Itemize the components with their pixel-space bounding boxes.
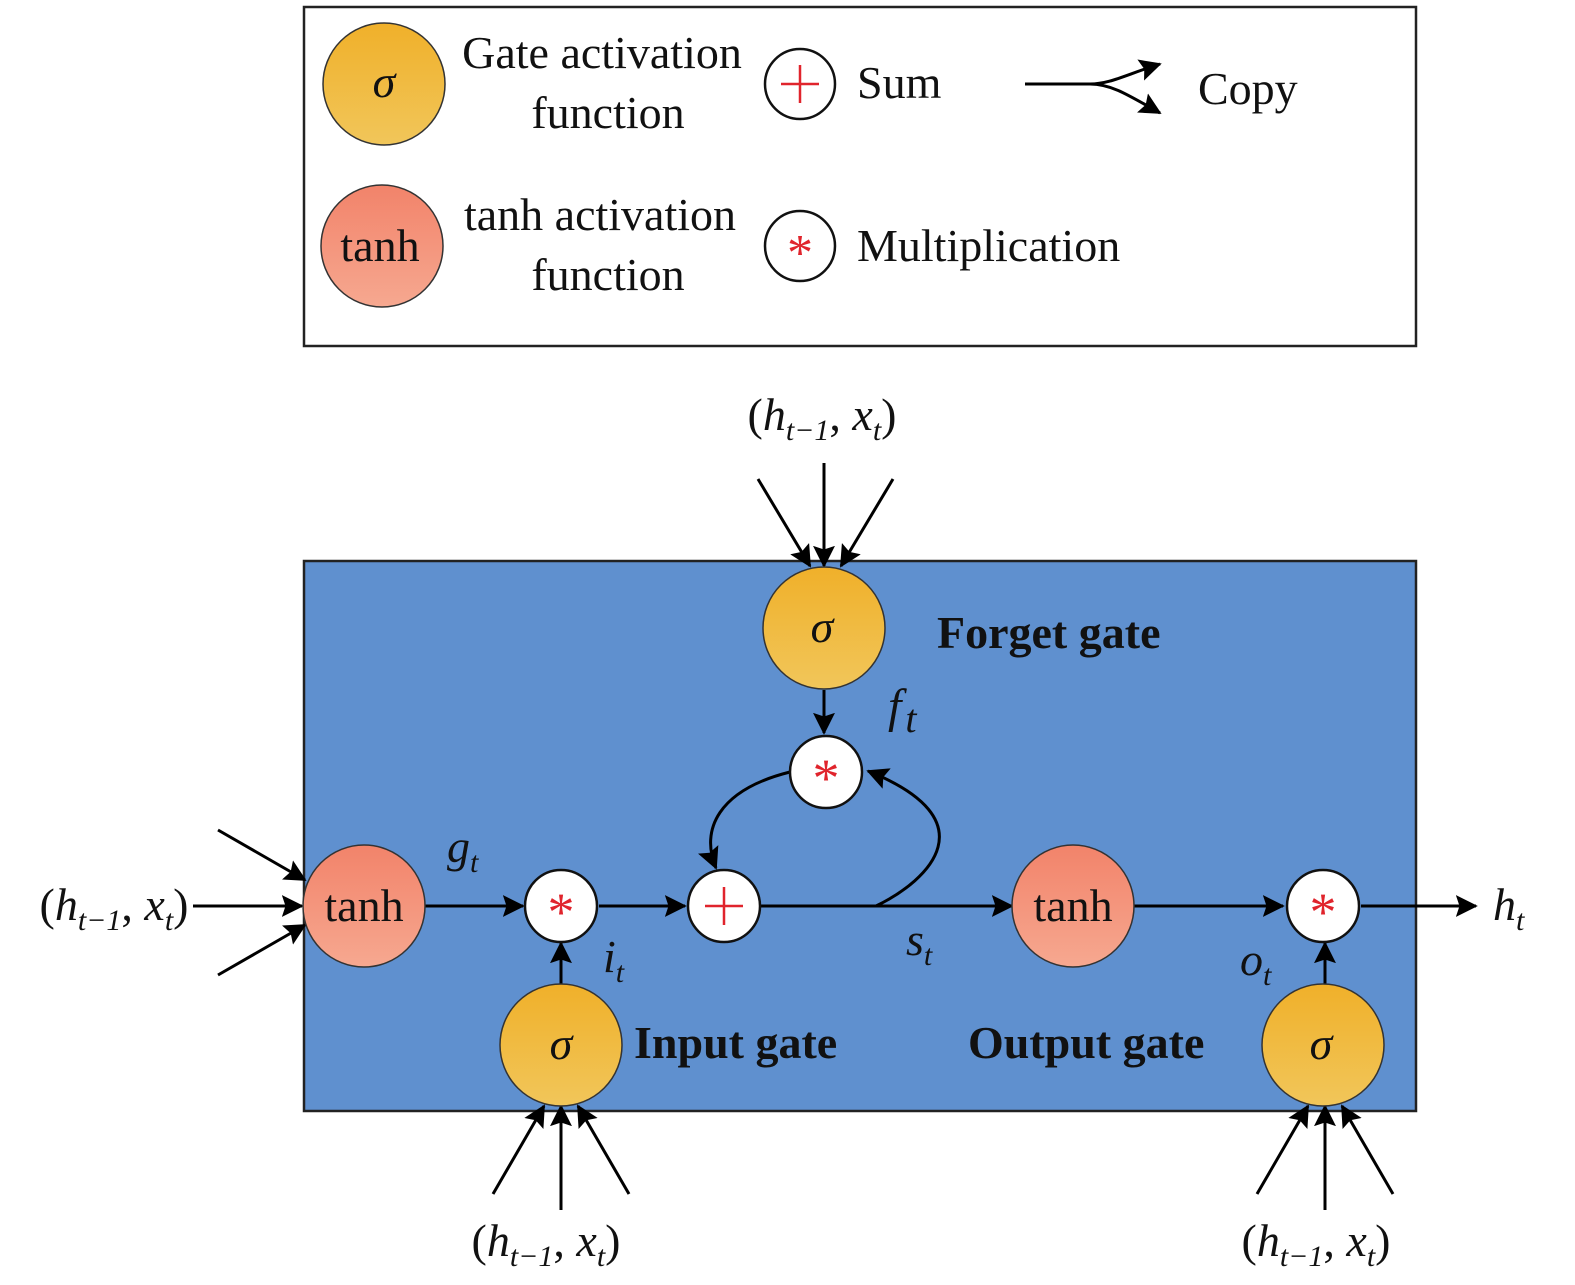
signal-s-label: st — [906, 914, 933, 972]
connections — [193, 463, 1478, 1210]
cell-sum-node — [686, 868, 762, 944]
legend-tanh-item: tanh tanh activation function — [320, 184, 736, 308]
output-gate-input-label: (ht−1, xt) — [1241, 1215, 1390, 1273]
forget-input-label: (ht−1, xt) — [747, 389, 896, 447]
legend-tanh-symbol: tanh — [340, 220, 419, 271]
branch-arrow-icon — [1025, 59, 1162, 115]
legend-mult-item: * Multiplication — [763, 209, 1120, 283]
legend-gate-label-line2: function — [531, 87, 684, 138]
forget-gate-sigma-node: σ — [762, 566, 886, 690]
output-tanh-node: tanh — [1011, 844, 1135, 968]
svg-text:σ: σ — [1310, 1018, 1335, 1069]
svg-text:tanh: tanh — [324, 880, 403, 931]
svg-text:σ: σ — [811, 601, 836, 652]
input-gate-sigma-node: σ — [499, 983, 623, 1107]
output-gate-sigma-node: σ — [1261, 983, 1385, 1107]
signal-h-output-label: ht — [1493, 879, 1525, 937]
legend-sum-item: Sum — [763, 47, 942, 121]
svg-text:*: * — [1310, 882, 1337, 942]
legend-mult-label: Multiplication — [857, 220, 1120, 271]
input-multiply-node: * — [523, 868, 599, 944]
svg-text:(ht−1, xt): (ht−1, xt) — [39, 879, 188, 937]
svg-text:tanh: tanh — [1033, 880, 1112, 931]
sigma-node-icon — [322, 22, 446, 146]
forget-gate-label: Forget gate — [937, 607, 1161, 658]
legend-copy-label: Copy — [1198, 63, 1298, 114]
legend-copy-item: Copy — [1025, 59, 1298, 115]
legend-sigma-item: σ Gate activation function — [322, 22, 742, 146]
legend: σ Gate activation function Sum Copy tanh… — [302, 5, 1418, 348]
signal-i-label: it — [603, 931, 625, 989]
tanh-input-label: (ht−1, xt) — [39, 879, 188, 937]
output-multiply-node: * — [1285, 868, 1361, 944]
svg-text:(ht−1, xt): (ht−1, xt) — [1241, 1215, 1390, 1273]
forget-multiply-node: * — [788, 734, 864, 810]
output-gate-label: Output gate — [968, 1017, 1204, 1068]
svg-text:(ht−1, xt): (ht−1, xt) — [747, 389, 896, 447]
legend-mult-symbol: * — [787, 225, 813, 282]
tanh-node-icon — [320, 184, 444, 308]
legend-tanh-label-line2: function — [531, 249, 684, 300]
svg-text:σ: σ — [550, 1018, 575, 1069]
legend-sum-label: Sum — [857, 57, 942, 108]
legend-frame — [302, 5, 1418, 348]
svg-text:(ht−1, xt): (ht−1, xt) — [471, 1215, 620, 1273]
legend-tanh-label-line1: tanh activation — [464, 189, 736, 240]
multiply-node-icon — [763, 209, 837, 283]
legend-sigma-symbol: σ — [373, 56, 398, 107]
signal-g-label: gt — [447, 821, 479, 879]
signal-o-label: ot — [1240, 934, 1272, 992]
legend-gate-label-line1: Gate activation — [462, 27, 742, 78]
input-gate-input-label: (ht−1, xt) — [471, 1215, 620, 1273]
svg-text:*: * — [548, 882, 575, 942]
input-gate-label: Input gate — [634, 1017, 837, 1068]
input-tanh-node: tanh — [302, 844, 426, 968]
svg-text:*: * — [813, 748, 840, 808]
